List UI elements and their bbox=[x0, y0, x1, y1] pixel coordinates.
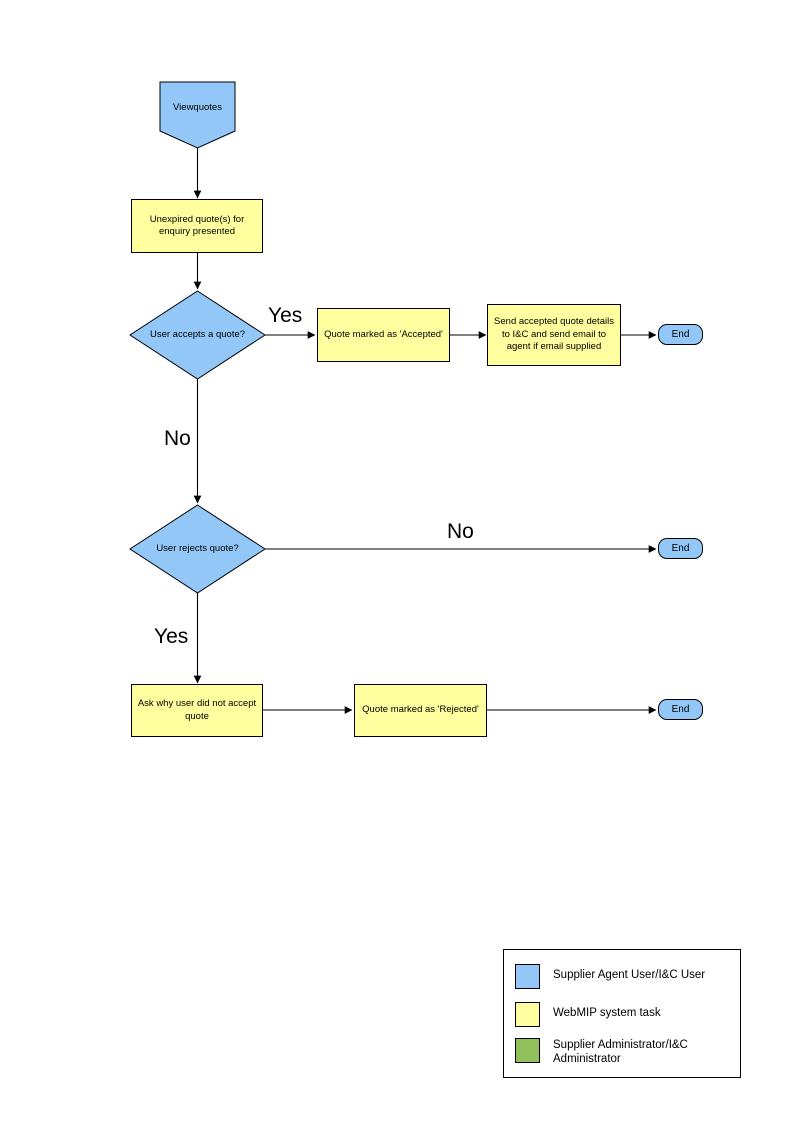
terminator-end-no-reject[interactable]: End bbox=[658, 538, 703, 559]
start-shape-viewquotes bbox=[159, 81, 236, 149]
process-quote-marked-accepted[interactable]: Quote marked as 'Accepted' bbox=[317, 308, 450, 362]
legend-swatch-blue bbox=[515, 964, 540, 989]
legend-label-supplier-administrator: Supplier Administrator/I&C Administrator bbox=[553, 1039, 688, 1065]
legend-swatch-green bbox=[515, 1038, 540, 1063]
terminator-end-accepted[interactable]: End bbox=[658, 324, 703, 345]
legend-item-supplier-administrator: Supplier Administrator/I&C Administrator bbox=[515, 1038, 730, 1066]
legend-label-webmip-task: WebMIP system task bbox=[553, 1007, 661, 1019]
legend-item-supplier-agent: Supplier Agent User/I&C User bbox=[515, 964, 705, 989]
terminator-end-rejected[interactable]: End bbox=[658, 699, 703, 720]
legend-item-webmip-task: WebMIP system task bbox=[515, 1002, 661, 1027]
legend-label-supplier-agent: Supplier Agent User/I&C User bbox=[553, 969, 706, 981]
legend-panel: Supplier Agent User/I&C User WebMIP syst… bbox=[503, 949, 741, 1078]
edge-label-rejects-yes: Yes bbox=[154, 625, 189, 648]
edge-label-accepts-yes: Yes bbox=[268, 304, 303, 327]
process-quote-marked-rejected[interactable]: Quote marked as 'Rejected' bbox=[354, 684, 487, 737]
process-unexpired-quotes[interactable]: Unexpired quote(s) for enquiry presented bbox=[131, 199, 263, 253]
process-ask-why-not-accepted[interactable]: Ask why user did not accept quote bbox=[131, 684, 263, 737]
start-node-label: Viewquotes bbox=[173, 101, 222, 113]
edge-label-rejects-no: No bbox=[447, 520, 474, 543]
decision-shape-user-accepts bbox=[129, 290, 266, 380]
process-send-accepted-quote-details[interactable]: Send accepted quote details to I&C and s… bbox=[487, 304, 621, 366]
legend-swatch-yellow bbox=[515, 1002, 540, 1027]
decision-shape-user-rejects bbox=[129, 504, 266, 594]
edge-label-accepts-no: No bbox=[164, 427, 191, 450]
